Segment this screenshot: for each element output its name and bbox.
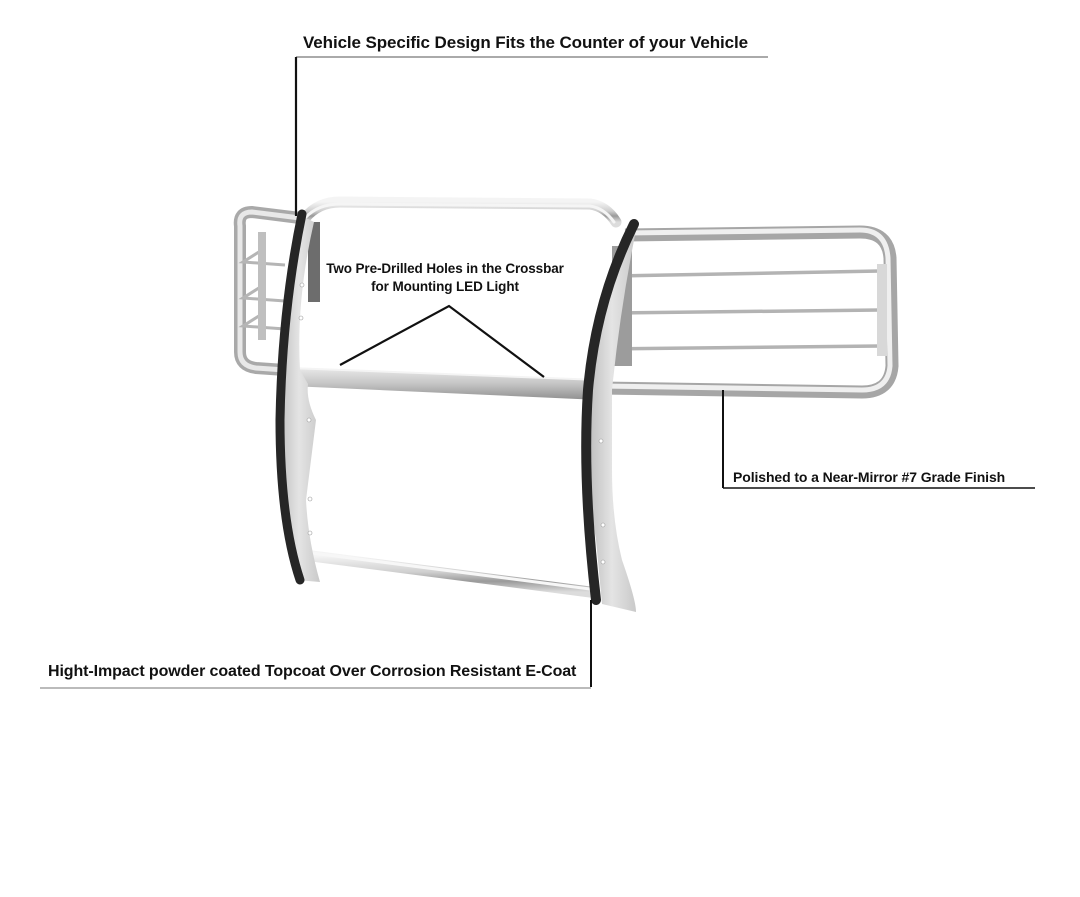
right-headlight-guard [595,225,899,399]
callout-pre-drilled-holes: Two Pre-Drilled Holes in the Crossbar fo… [300,260,590,296]
callout-lines [40,56,1035,689]
left-upright [275,209,320,585]
callout-pre-drilled-holes-line1: Two Pre-Drilled Holes in the Crossbar [326,261,564,276]
right-upright [581,219,639,612]
left-headlight-guard [233,205,306,376]
callout-pre-drilled-holes-line2: for Mounting LED Light [371,279,519,294]
top-hoop [299,196,622,302]
callout-polished-finish: Polished to a Near-Mirror #7 Grade Finis… [733,469,1006,485]
callout-vehicle-specific-design: Vehicle Specific Design Fits the Counter… [303,33,749,52]
crossbar [289,367,601,400]
bottom-tube [306,550,596,598]
callout-powder-coating: Hight-Impact powder coated Topcoat Over … [48,663,577,680]
